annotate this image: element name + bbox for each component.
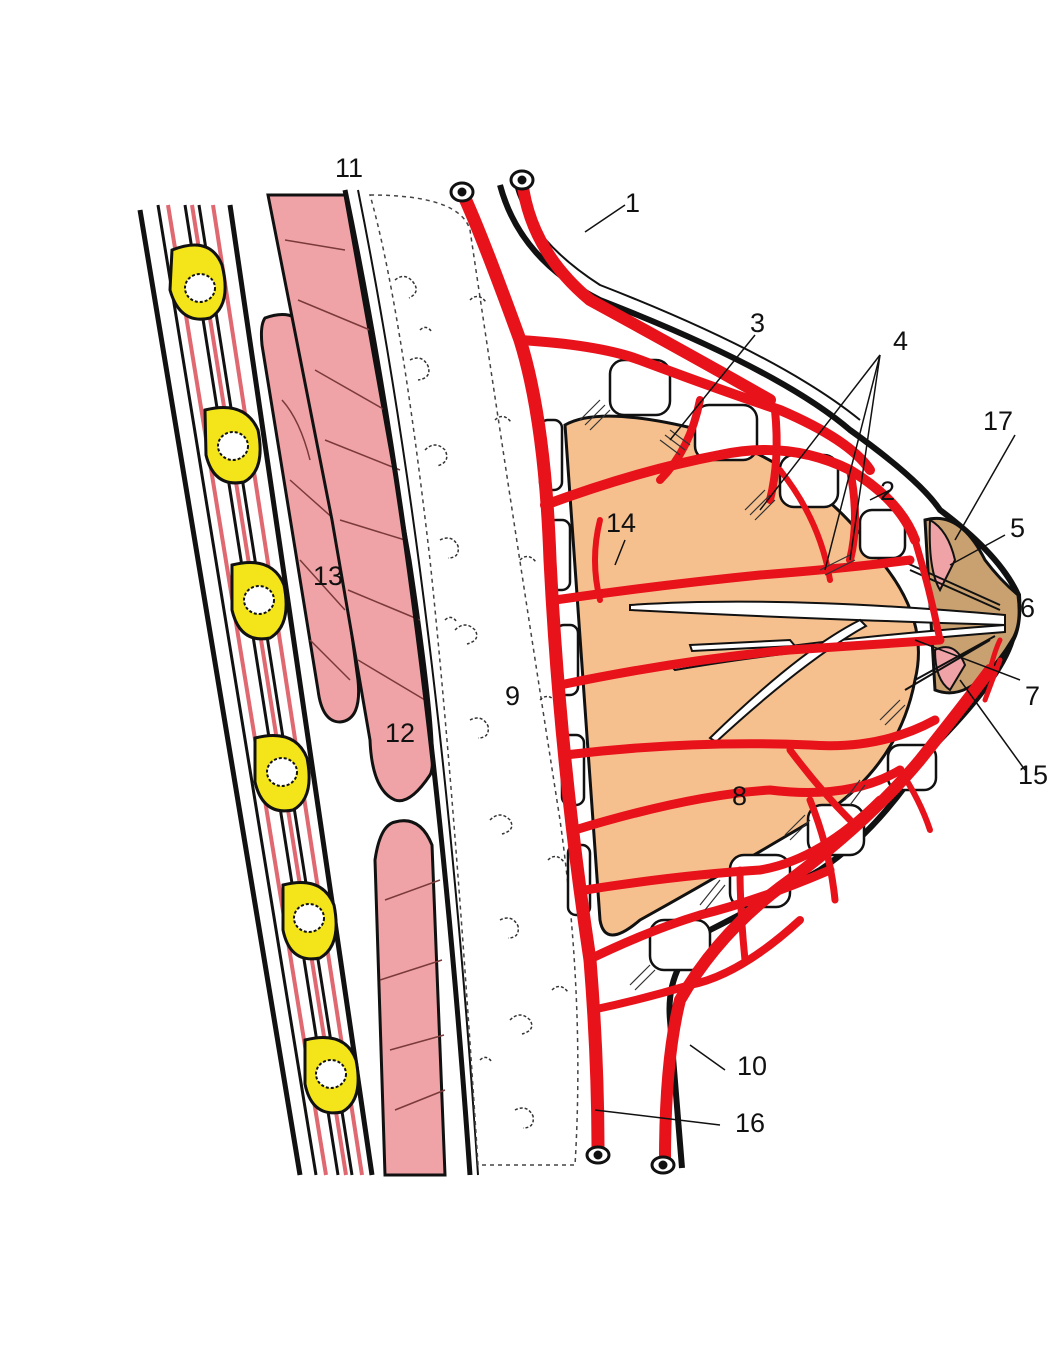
label-13: 13 [313,563,343,590]
rib-3 [232,563,286,639]
label-3: 3 [750,310,765,337]
label-4: 4 [893,328,908,355]
label-15: 15 [1018,762,1048,789]
rib-2 [205,408,260,483]
label-9: 9 [505,683,520,710]
rib-6 [305,1038,358,1113]
rib-4 [255,736,309,811]
label-5: 5 [1010,515,1025,542]
label-17: 17 [983,408,1013,435]
label-11: 11 [335,155,363,182]
label-2: 2 [880,478,895,505]
label-10: 10 [737,1053,767,1080]
label-7: 7 [1025,683,1040,710]
label-8: 8 [732,783,747,810]
rib-1 [170,245,225,319]
label-1: 1 [625,190,640,217]
rib-5 [283,883,336,959]
label-12: 12 [385,720,415,747]
label-14: 14 [606,510,636,537]
label-6: 6 [1020,595,1035,622]
label-16: 16 [735,1110,765,1137]
